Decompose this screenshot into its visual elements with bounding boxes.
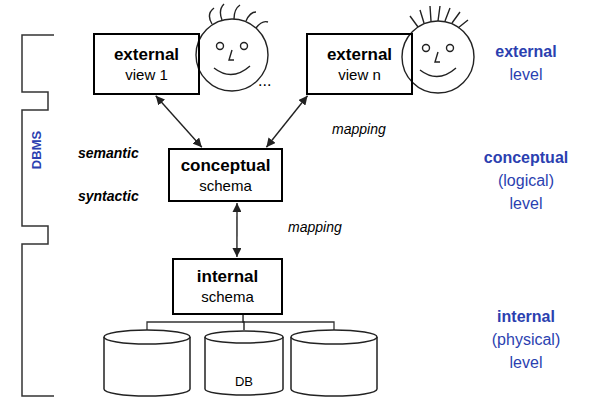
box-subtitle: view n	[338, 65, 381, 85]
mapping-connector	[236, 203, 237, 257]
schema-box: conceptualschema	[168, 148, 283, 202]
edge-label: mapping	[330, 121, 388, 137]
box-subtitle: schema	[199, 176, 252, 196]
schema-box: externalview n	[306, 33, 413, 95]
mapping-connector	[266, 96, 307, 147]
level-label: internal (physical) level	[482, 305, 570, 374]
dbms-label: DBMS	[29, 131, 44, 169]
box-heading: internal	[197, 266, 258, 287]
disk-cylinder	[291, 330, 377, 396]
storage-bus	[147, 322, 334, 330]
cylinder-top	[205, 331, 283, 343]
user-face	[196, 4, 268, 91]
box-heading: external	[327, 44, 392, 65]
syntactic-note: syntactic	[78, 188, 139, 204]
box-heading: DB	[235, 374, 253, 390]
schema-box: externalview 1	[93, 33, 200, 95]
box-heading: conceptual	[181, 155, 271, 176]
disk-cylinder	[104, 330, 190, 396]
database-cylinder: DB	[204, 330, 284, 396]
mapping-connector	[156, 96, 202, 148]
schema-box: internalschema	[172, 258, 283, 315]
semantic-note: semantic	[78, 145, 139, 161]
edge-label: mapping	[286, 219, 344, 235]
level-label: external level	[482, 40, 570, 86]
level-label: conceptual (logical) level	[482, 146, 570, 215]
mapping-connector	[242, 315, 244, 330]
cylinder-body	[205, 337, 283, 395]
ellipsis: ...	[258, 72, 271, 90]
box-heading: external	[114, 44, 179, 65]
dbms-bracket	[22, 35, 54, 396]
box-subtitle: view 1	[125, 65, 168, 85]
box-subtitle: schema	[201, 287, 254, 307]
